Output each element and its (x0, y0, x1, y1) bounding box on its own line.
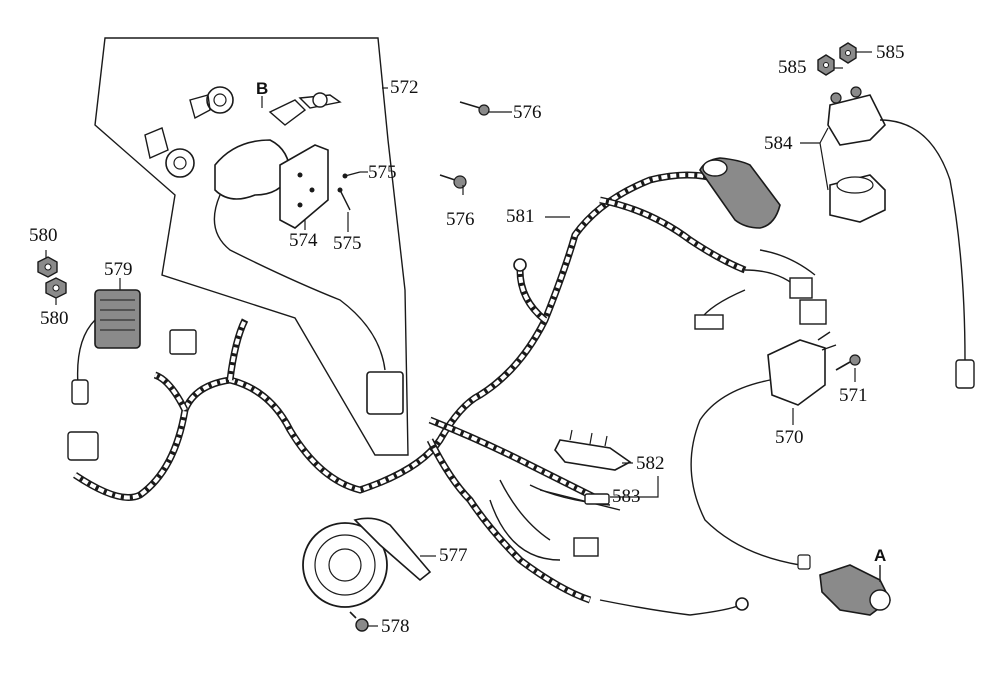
callout-575-top: 575 (368, 162, 397, 183)
callout-581: 581 (506, 206, 535, 227)
relay-rubber-boot (829, 174, 886, 223)
switch-bracket (279, 144, 329, 229)
harness-connector-left (67, 431, 99, 461)
marker-b: B (256, 79, 269, 98)
callout-570: 570 (775, 427, 804, 448)
nut-580-bottom (45, 277, 67, 299)
callout-579: 579 (104, 259, 133, 280)
fuse-holder (554, 429, 632, 471)
screw-571 (835, 354, 861, 371)
nut-580-top (37, 256, 58, 278)
callout-582: 582 (636, 453, 665, 474)
regulator-rectifier (71, 289, 141, 405)
marker-a: A (874, 546, 887, 565)
callout-580-top: 580 (29, 225, 58, 246)
callout-583: 583 (612, 486, 641, 507)
ground-ring-terminal (513, 258, 527, 272)
seat-lock (189, 86, 234, 120)
ground-ring-terminal-bottom (735, 597, 749, 611)
bolt-576-mid (439, 174, 467, 189)
screw-575-b (337, 187, 351, 211)
callout-576-mid: 576 (446, 209, 475, 230)
callout-571: 571 (839, 385, 868, 406)
screw-575-a (342, 171, 361, 179)
callout-585-left: 585 (778, 57, 807, 78)
callout-578: 578 (381, 616, 410, 637)
tank-lock (144, 127, 195, 178)
harness-connector-small (694, 314, 724, 330)
callout-576-top: 576 (513, 102, 542, 123)
bolt-578 (349, 611, 369, 632)
harness-connector-bottom (573, 537, 599, 557)
callout-580-bottom: 580 (40, 308, 69, 329)
callout-572: 572 (390, 77, 419, 98)
ignition-switch (213, 92, 404, 415)
callout-577: 577 (439, 545, 468, 566)
bolt-576-top (459, 101, 490, 116)
fuse (529, 484, 611, 506)
handlebar-switch (690, 331, 837, 570)
condenser-coil (699, 157, 781, 229)
horn (302, 517, 432, 608)
nut-585-left (817, 54, 835, 76)
harness-connector-pair-b (799, 299, 827, 325)
main-wiring-harness (73, 171, 816, 616)
leader-lines (45, 51, 872, 627)
callout-585-right: 585 (876, 42, 905, 63)
harness-connector-mid (169, 329, 197, 355)
callout-584: 584 (764, 133, 793, 154)
ignition-set-outline (94, 37, 409, 456)
callout-575-bottom: 575 (333, 233, 362, 254)
nut-585-right (839, 42, 857, 64)
starter-relay (827, 86, 975, 389)
harness-connector-pair-a (789, 277, 813, 299)
switch-knob-a (819, 564, 892, 616)
callout-574: 574 (289, 230, 318, 251)
